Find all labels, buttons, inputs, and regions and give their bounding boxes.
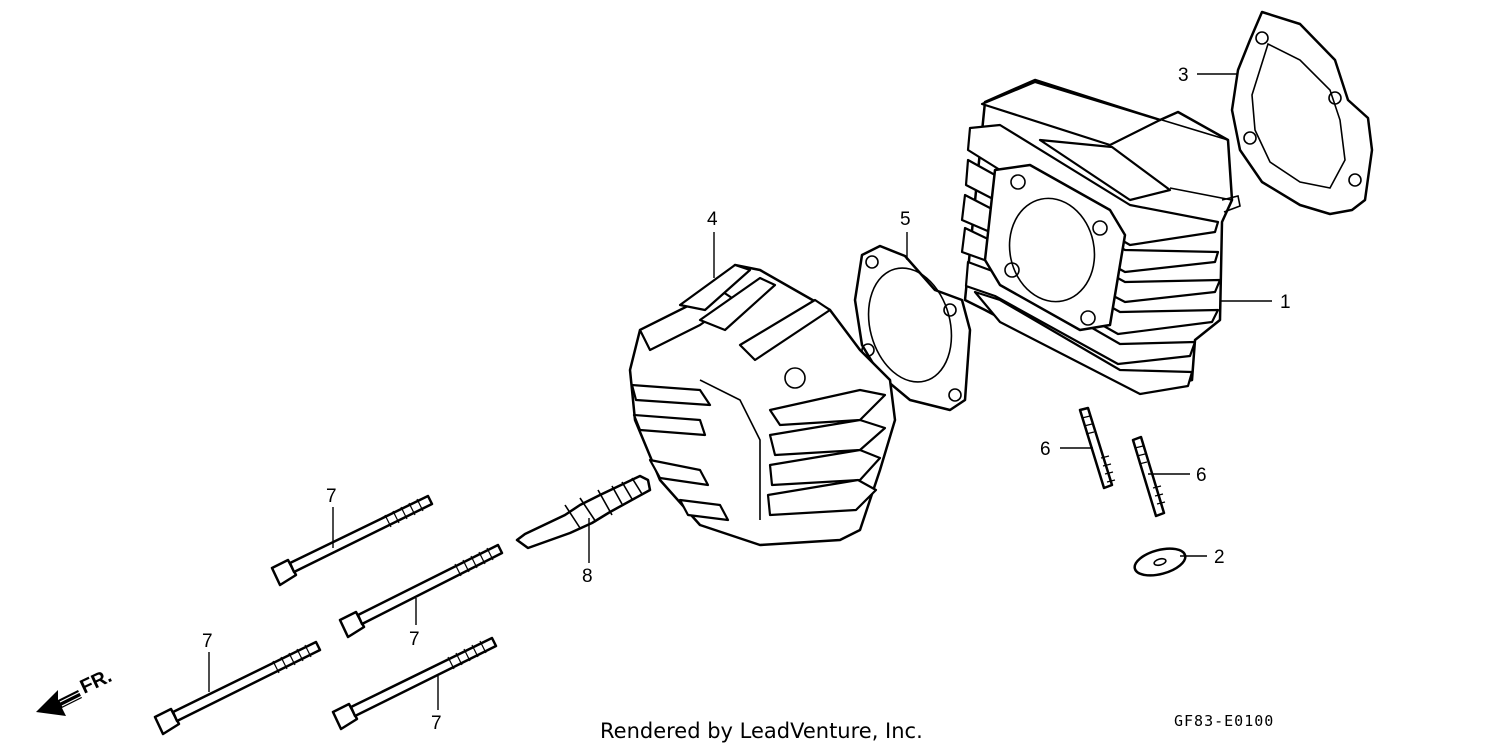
callout-6-lower: 6 bbox=[1196, 465, 1207, 486]
front-direction-arrow-icon bbox=[36, 690, 83, 716]
render-credit: Rendered by LeadVenture, Inc. bbox=[600, 719, 923, 743]
stud-bolt-upper bbox=[1078, 406, 1116, 490]
diagram-code: GF83-E0100 bbox=[1174, 712, 1274, 730]
callout-5: 5 bbox=[900, 209, 911, 230]
callout-7-a: 7 bbox=[326, 486, 337, 507]
callout-7-d: 7 bbox=[431, 713, 442, 734]
callout-1: 1 bbox=[1280, 292, 1291, 313]
callout-2: 2 bbox=[1214, 547, 1225, 568]
cylinder-head bbox=[628, 263, 897, 547]
cylinder bbox=[960, 78, 1241, 396]
callout-8: 8 bbox=[582, 566, 593, 587]
stud-bolt-lower bbox=[1131, 435, 1166, 518]
callout-3: 3 bbox=[1178, 65, 1189, 86]
callout-7-b: 7 bbox=[409, 629, 420, 650]
head-bolt-2 bbox=[338, 543, 504, 639]
base-gasket bbox=[1230, 10, 1374, 216]
callout-7-c: 7 bbox=[202, 631, 213, 652]
head-bolt-1 bbox=[270, 494, 434, 587]
callout-4: 4 bbox=[707, 209, 718, 230]
front-direction-label: FR. bbox=[77, 665, 115, 699]
head-bolt-3 bbox=[153, 640, 322, 736]
head-gasket bbox=[853, 244, 972, 412]
callout-6-upper: 6 bbox=[1040, 439, 1051, 460]
head-bolt-4 bbox=[331, 636, 498, 731]
washer bbox=[1133, 547, 1187, 577]
spark-plug bbox=[515, 474, 652, 550]
